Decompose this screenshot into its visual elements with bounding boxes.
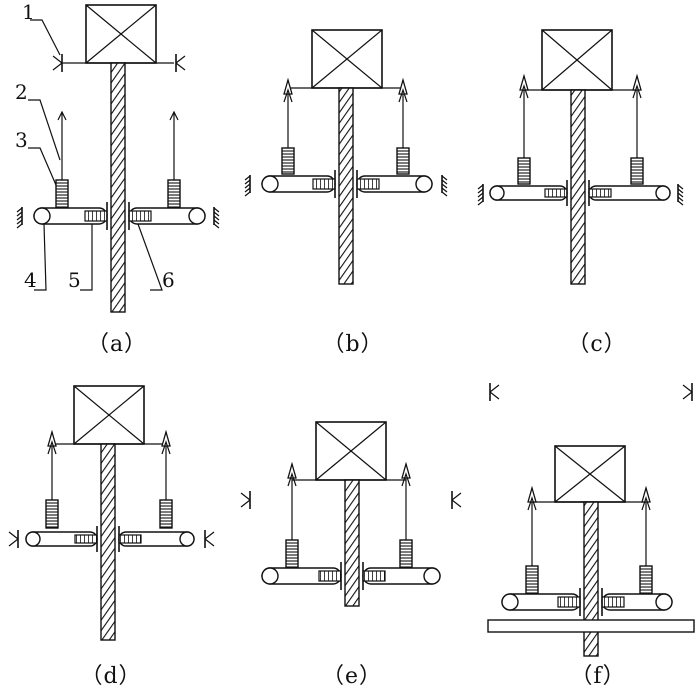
vertical-spring — [517, 157, 531, 185]
pull-arrow — [398, 77, 408, 148]
vertical-spring — [45, 499, 59, 529]
vertical-spring — [285, 539, 299, 569]
shaft — [344, 479, 360, 607]
pull-arrow — [287, 461, 297, 540]
panel-f — [487, 383, 695, 657]
pull-arrow — [47, 429, 57, 500]
part-label-5: 5 — [68, 268, 81, 292]
panel-b — [244, 29, 448, 285]
leader-line — [28, 99, 61, 161]
fixed-support — [477, 184, 484, 206]
vertical-spring — [630, 157, 644, 185]
panel-e — [240, 421, 462, 607]
shaft — [570, 89, 586, 285]
shaft — [110, 62, 126, 313]
mass-box — [311, 29, 383, 89]
horizontal-spring — [318, 570, 342, 582]
pull-arrow — [283, 77, 293, 148]
horizontal-spring — [84, 210, 108, 222]
pull-arrow — [161, 429, 171, 500]
pull-arrow — [632, 73, 642, 158]
leader-line — [80, 224, 93, 291]
base-plate — [487, 619, 695, 633]
vertical-spring — [167, 179, 181, 209]
pull-arrow — [527, 485, 537, 566]
vertical-spring — [399, 539, 413, 569]
part-label-1: 1 — [22, 0, 35, 24]
leader-line — [137, 223, 163, 291]
leader-line — [34, 223, 47, 291]
leader-line — [30, 19, 61, 56]
pull-arrow — [641, 485, 651, 566]
horizontal-spring — [128, 210, 152, 222]
part-label-3: 3 — [15, 128, 28, 152]
part-label-2: 2 — [15, 80, 28, 104]
caption-d: （d） — [80, 664, 142, 689]
shaft — [338, 87, 354, 285]
bracket-support — [451, 491, 462, 509]
vertical-spring — [525, 565, 539, 595]
caption-c: （c） — [567, 332, 627, 357]
part-label-6: 6 — [162, 268, 175, 292]
part-label-4: 4 — [24, 268, 37, 292]
horizontal-spring — [557, 596, 581, 608]
mass-box — [554, 445, 626, 503]
bracket-support — [204, 530, 215, 548]
bracket-support — [682, 383, 693, 401]
mass-box — [541, 29, 613, 91]
horizontal-spring — [362, 570, 386, 582]
caption-b: （b） — [322, 332, 384, 357]
horizontal-spring — [74, 534, 98, 544]
fixed-support — [244, 175, 251, 197]
pull-arrow — [57, 110, 67, 180]
horizontal-spring — [118, 534, 142, 544]
bracket-support — [489, 383, 500, 401]
fixed-support — [677, 184, 684, 206]
shaft — [583, 501, 599, 657]
bracket-support — [240, 491, 251, 509]
vertical-spring — [639, 565, 653, 595]
fixed-support — [441, 175, 448, 197]
bracket-support — [8, 530, 19, 548]
caption-e: （e） — [321, 664, 383, 689]
vertical-spring — [281, 147, 295, 175]
panel-d — [8, 385, 215, 641]
caption-a: （a） — [86, 332, 148, 357]
panel-a — [16, 4, 220, 313]
panel-c — [477, 29, 684, 285]
horizontal-spring — [601, 596, 625, 608]
mass-box — [315, 421, 387, 481]
pull-arrow — [169, 110, 179, 180]
fixed-support — [16, 207, 23, 229]
shaft — [100, 443, 116, 641]
horizontal-spring — [312, 178, 336, 190]
leader-line — [28, 147, 57, 186]
horizontal-spring — [588, 188, 612, 198]
caption-f: （f） — [570, 664, 626, 689]
bracket-support — [175, 54, 186, 72]
fixed-support — [213, 207, 220, 229]
pull-arrow — [519, 73, 529, 158]
vertical-spring — [55, 179, 69, 209]
horizontal-spring — [544, 188, 568, 198]
horizontal-spring — [356, 178, 380, 190]
pull-arrow — [401, 461, 411, 540]
mass-box — [73, 385, 145, 445]
bracket-support — [52, 54, 63, 72]
vertical-spring — [396, 147, 410, 175]
vertical-spring — [159, 499, 173, 529]
mass-box — [85, 4, 157, 64]
